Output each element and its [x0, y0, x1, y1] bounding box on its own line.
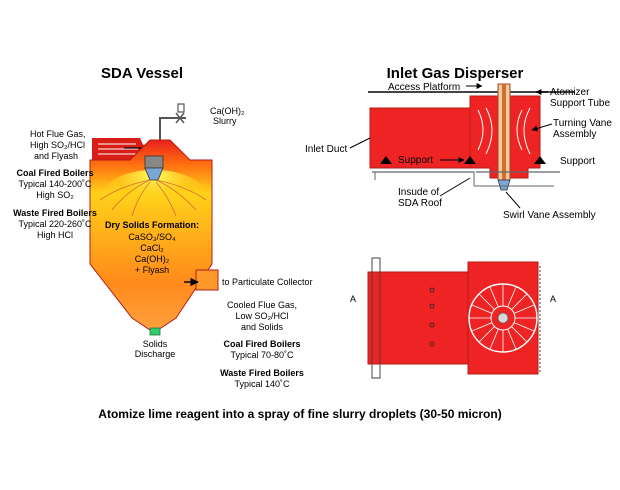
dry-solids-title: Dry Solids Formation:: [105, 220, 199, 230]
section-mark-right: A: [550, 294, 556, 304]
hot-gas-label-1: Hot Flue Gas,: [30, 129, 86, 139]
dry-solids-line-1: CaSO₃/SO₄: [128, 232, 176, 242]
waste-out-label-1: Waste Fired Boilers: [220, 368, 304, 378]
roof-label-2: SDA Roof: [398, 198, 442, 209]
waste-in-label-3: High HCl: [37, 230, 73, 240]
sda-roof-line: [374, 171, 475, 186]
turning-vane-label-1: Turning Vane: [553, 118, 612, 129]
waste-out-label-2: Typical 140˚C: [234, 379, 290, 389]
outlet-duct: [195, 269, 219, 291]
spray-cloud: [100, 170, 208, 226]
swirl-leader: [505, 191, 521, 209]
support-left-label: Support: [398, 155, 433, 166]
section-mark-left: A: [350, 294, 356, 304]
caption: Atomize lime reagent into a spray of fin…: [98, 407, 501, 421]
waste-in-label-1: Waste Fired Boilers: [13, 208, 97, 218]
slurry-label-1: Ca(OH)₂: [210, 106, 245, 116]
waste-in-label-2: Typical 220-260˚C: [18, 219, 92, 229]
support-right: [476, 156, 560, 173]
hot-gas-label-3: and Flyash: [34, 151, 78, 161]
support-right-label: Support: [560, 156, 595, 167]
disperser-plan-view: [367, 257, 541, 379]
atomizer-label-2: Support Tube: [550, 98, 610, 109]
inlet-gas-disperser-title: Inlet Gas Disperser: [387, 65, 524, 82]
turning-vane-label-2: Assembly: [553, 129, 596, 140]
spray-lines: [99, 179, 207, 217]
cooled-label-2: Low SO₂/HCl: [235, 311, 288, 321]
dry-solids-line-2: CaCl₂: [140, 243, 164, 253]
sda-vessel-title: SDA Vessel: [101, 65, 183, 82]
atomizer-support-tube: [497, 83, 511, 191]
coal-out-label-2: Typical 70-80˚C: [230, 350, 294, 360]
inlet-duct-leader: [349, 137, 371, 149]
cooled-label-1: Cooled Flue Gas,: [227, 300, 297, 310]
inlet-duct-label: Inlet Duct: [305, 144, 347, 155]
swirl-vane-label: Swirl Vane Assembly: [503, 210, 596, 221]
coal-in-label-3: High SO₂: [36, 190, 74, 200]
slurry-label-2: Slurry: [213, 116, 237, 126]
solids-label-1: Solids: [143, 339, 168, 349]
solids-discharge-valve: [149, 327, 161, 336]
roof-leader: [439, 177, 471, 197]
atomizer-label-1: Atomizer: [550, 87, 590, 98]
coal-out-label-1: Coal Fired Boilers: [223, 339, 300, 349]
roof-label-1: Insude of: [398, 187, 439, 198]
disperser-body: [369, 95, 541, 179]
dry-solids-line-4: + Flyash: [135, 265, 169, 275]
access-platform-label: Access Platform: [388, 82, 460, 93]
hot-gas-label-2: High SO₂/HCl: [30, 140, 85, 150]
cooled-label-3: and Solids: [241, 322, 284, 332]
dry-solids-line-3: Ca(OH)₂: [135, 254, 170, 264]
solids-label-2: Discharge: [135, 349, 176, 359]
to-collector-label: to Particulate Collector: [222, 277, 313, 287]
turning-vane-arrow: [531, 123, 553, 132]
coal-in-label-2: Typical 140-200˚C: [18, 179, 92, 189]
atomizer: [144, 155, 164, 181]
coal-in-label-1: Coal Fired Boilers: [16, 168, 93, 178]
support-mid-marker: [464, 156, 476, 164]
